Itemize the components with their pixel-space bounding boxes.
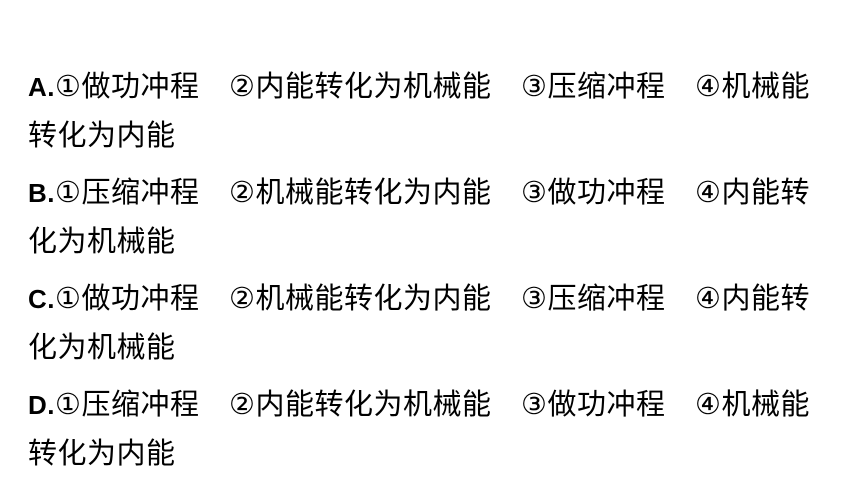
option-text: ①做功冲程 ②内能转化为机械能 ③压缩冲程 ④机械能转化为内能 bbox=[28, 69, 810, 152]
option-d[interactable]: D.①压缩冲程 ②内能转化为机械能 ③做功冲程 ④机械能转化为内能 bbox=[28, 380, 828, 477]
option-a[interactable]: A.①做功冲程 ②内能转化为机械能 ③压缩冲程 ④机械能转化为内能 bbox=[28, 62, 828, 159]
option-letter: B. bbox=[28, 178, 55, 208]
option-b[interactable]: B.①压缩冲程 ②机械能转化为内能 ③做功冲程 ④内能转化为机械能 bbox=[28, 168, 828, 265]
option-text: ①压缩冲程 ②机械能转化为内能 ③做功冲程 ④内能转化为机械能 bbox=[28, 175, 810, 258]
answer-options: A.①做功冲程 ②内能转化为机械能 ③压缩冲程 ④机械能转化为内能 B.①压缩冲… bbox=[28, 62, 828, 486]
option-text: ①做功冲程 ②机械能转化为内能 ③压缩冲程 ④内能转化为机械能 bbox=[28, 281, 810, 364]
option-letter: C. bbox=[28, 284, 55, 314]
option-letter: A. bbox=[28, 72, 55, 102]
option-letter: D. bbox=[28, 390, 55, 420]
option-text: ①压缩冲程 ②内能转化为机械能 ③做功冲程 ④机械能转化为内能 bbox=[28, 387, 810, 470]
option-c[interactable]: C.①做功冲程 ②机械能转化为内能 ③压缩冲程 ④内能转化为机械能 bbox=[28, 274, 828, 371]
